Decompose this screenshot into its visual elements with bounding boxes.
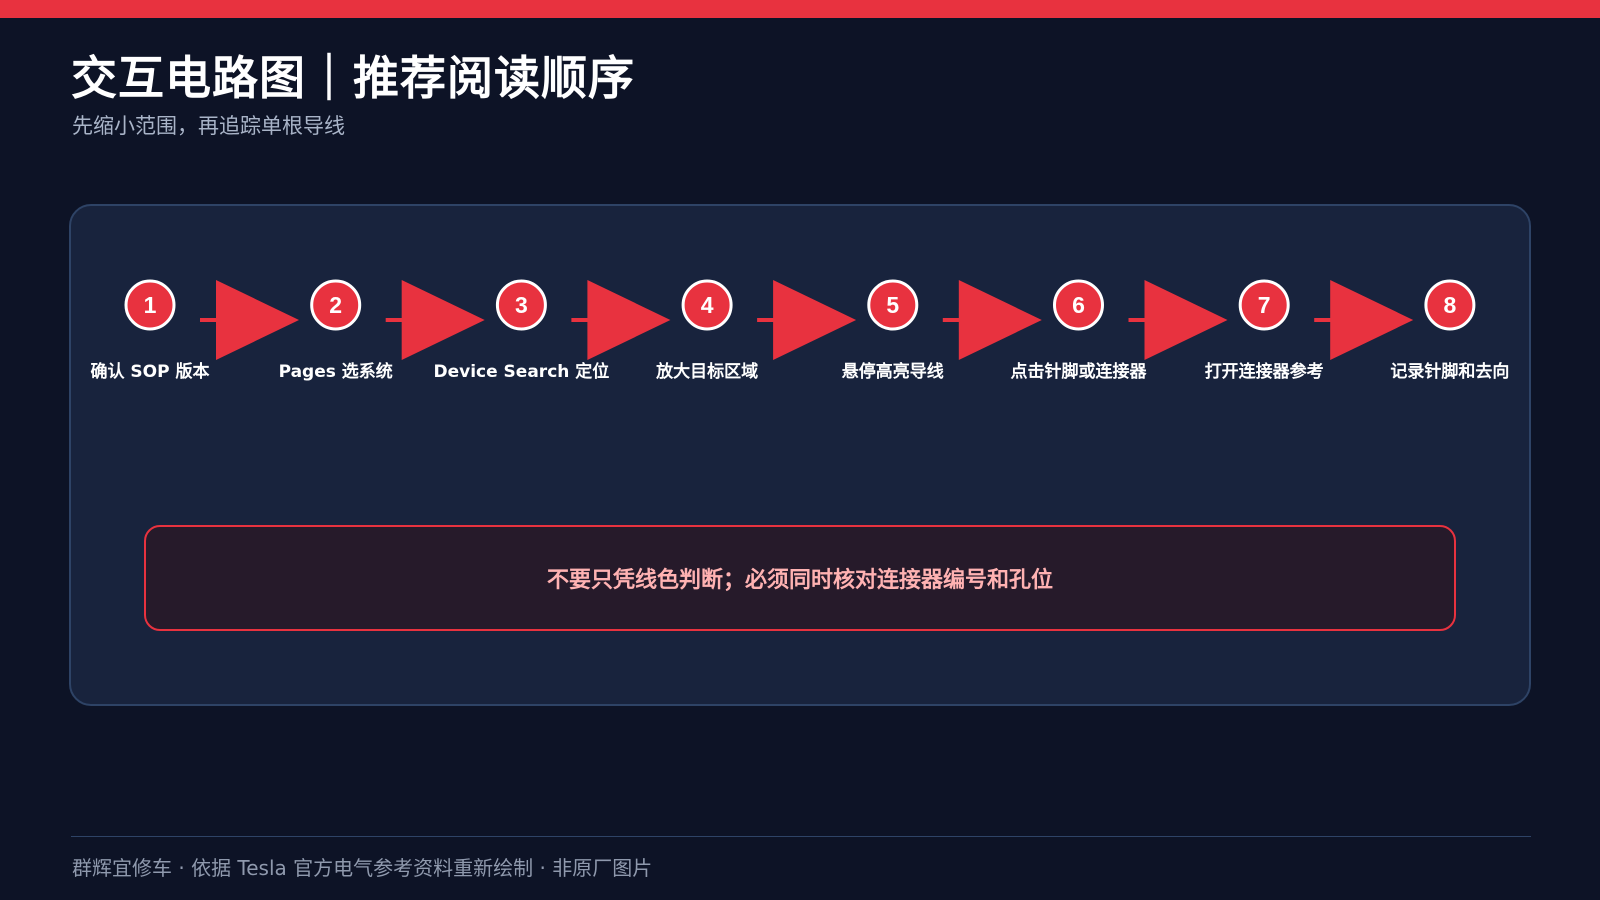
flow-arrow — [1128, 280, 1228, 360]
page-subtitle: 先缩小范围，再追踪单根导线 — [72, 114, 345, 138]
step-3-badge: 3 — [495, 279, 547, 331]
step-number: 6 — [1072, 292, 1085, 318]
step-4-label: 放大目标区域 — [656, 362, 759, 382]
footer-divider — [71, 836, 1531, 837]
step-4-badge: 4 — [681, 279, 733, 331]
step-7-label: 打开连接器参考 — [1204, 362, 1324, 382]
step-3-label: Device Search 定位 — [433, 362, 610, 382]
flow-arrow — [757, 280, 857, 360]
step-number: 8 — [1444, 292, 1457, 318]
step-8-badge: 8 — [1424, 279, 1476, 331]
step-7-badge: 7 — [1238, 279, 1290, 331]
step-1-label: 确认 SOP 版本 — [90, 362, 210, 382]
flow-arrow — [200, 280, 299, 360]
warning-box: 不要只凭线色判断；必须同时核对连接器编号和孔位 — [144, 525, 1456, 631]
warning-text: 不要只凭线色判断；必须同时核对连接器编号和孔位 — [546, 568, 1053, 593]
footer-credit: 群辉宜修车 · 依据 Tesla 官方电气参考资料重新绘制 · 非原厂图片 — [72, 856, 653, 880]
top-accent-bar — [0, 0, 1600, 18]
step-5-badge: 5 — [867, 279, 919, 331]
flow-arrow — [1314, 280, 1414, 360]
step-1-badge: 1 — [124, 279, 176, 331]
flow-arrow — [385, 280, 485, 360]
step-number: 5 — [886, 292, 899, 318]
step-number: 7 — [1258, 292, 1271, 318]
step-6-label: 点击针脚或连接器 — [1010, 362, 1147, 382]
page-title: 交互电路图｜推荐阅读顺序 — [71, 51, 635, 105]
step-6-badge: 6 — [1053, 279, 1104, 331]
step-8-label: 记录针脚和去向 — [1390, 362, 1510, 382]
step-number: 1 — [144, 292, 157, 318]
step-5-label: 悬停高亮导线 — [841, 362, 944, 382]
step-2-badge: 2 — [310, 279, 362, 331]
step-2-label: Pages 选系统 — [278, 362, 393, 382]
step-number: 2 — [329, 292, 342, 318]
flow-arrow — [571, 280, 671, 360]
flow-arrow — [942, 280, 1042, 360]
step-number: 3 — [515, 292, 528, 318]
step-number: 4 — [701, 292, 714, 318]
